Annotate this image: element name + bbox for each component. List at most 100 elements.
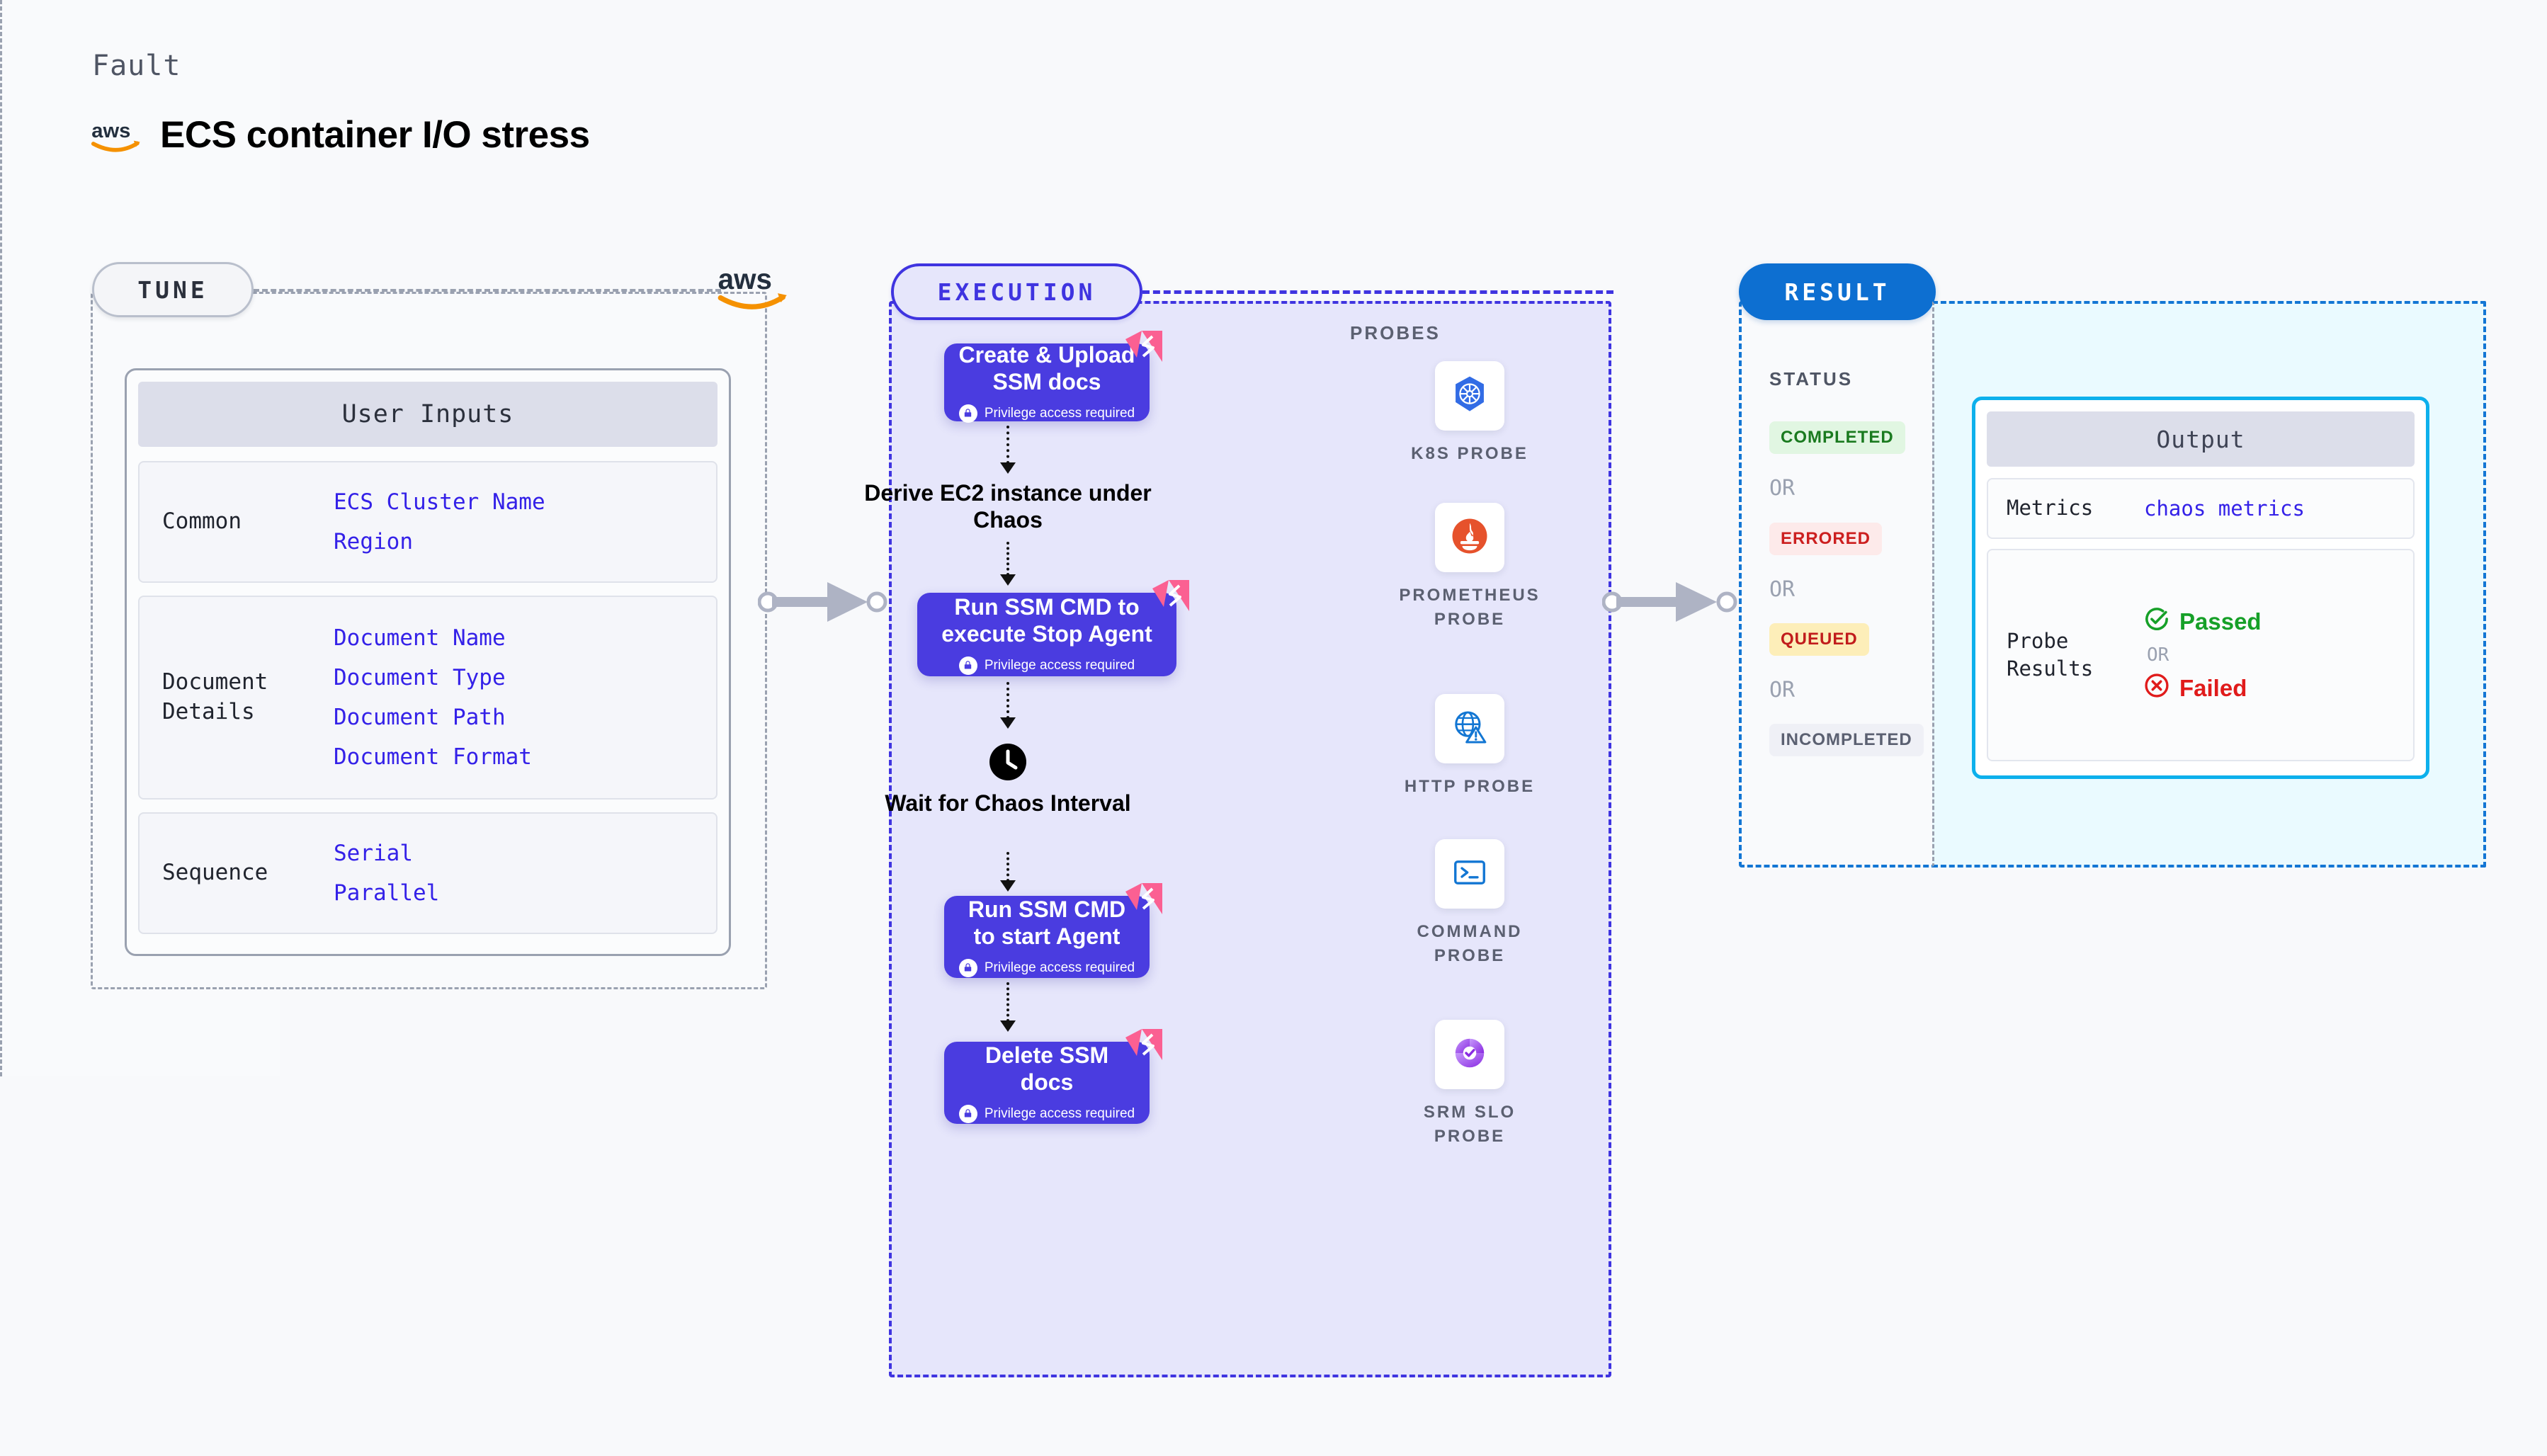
flow-connector [1006,542,1009,576]
output-row-metrics: Metrics chaos metrics [1987,478,2415,539]
execution-node[interactable]: Run SSM CMD to start Agent Privilege acc… [944,883,1162,978]
probe-item-srm-slo[interactable]: SRM SLO PROBE [1388,1020,1551,1148]
flow-arrowhead [1000,462,1016,474]
chaos-badge-icon [1121,883,1162,920]
fault-kicker: Fault [92,50,181,82]
privilege-note-label: Privilege access required [984,657,1135,673]
tune-pill[interactable]: TUNE [92,262,254,317]
input-group-sequence: Sequence Serial Parallel [138,812,717,934]
execution-node[interactable]: Run SSM CMD to execute Stop Agent Privil… [917,580,1189,676]
check-circle-icon [2144,606,2169,637]
aws-logo-icon: aws [715,261,793,313]
probe-label: PROMETHEUS PROBE [1399,586,1541,629]
tune-dashed-connector [254,289,721,292]
probes-title: PROBES [1350,322,1441,343]
chaos-badge-icon [1121,1029,1162,1066]
status-badge-incompleted: INCOMPLETED [1769,724,1924,756]
privilege-note: Privilege access required [958,1104,1135,1123]
flow-connector [1006,982,1009,1022]
probe-tile [1435,839,1504,909]
probe-results-values: Passed OR Failed [2144,606,2262,704]
input-group-common: Common ECS Cluster Name Region [138,461,717,583]
execution-node[interactable]: Delete SSM docs Privilege access require… [944,1029,1162,1124]
execution-node-title: Run SSM CMD to execute Stop Agent [941,594,1152,647]
lock-icon [958,958,977,977]
input-group-label: Common [162,508,242,535]
flow-arrowhead [1000,574,1016,586]
input-value[interactable]: Document Name [334,625,506,651]
arrow-tune-to-execution [758,582,887,622]
privilege-note-label: Privilege access required [984,960,1135,975]
execution-dashed-connector [1142,290,1613,294]
probe-result-passed: Passed [2144,606,2262,637]
input-value[interactable]: Document Format [334,744,532,770]
x-circle-icon [2144,673,2169,704]
input-group-document-details: Document Details Document Name Document … [138,596,717,800]
probe-label: COMMAND PROBE [1417,922,1523,965]
input-value[interactable]: ECS Cluster Name [334,489,545,515]
input-value[interactable]: Parallel [334,880,440,906]
probe-label: K8S PROBE [1411,444,1528,463]
chaos-badge-icon [1148,580,1189,617]
flow-arrowhead [1000,880,1016,892]
execution-flow: Create & Upload SSM docs Privilege acces… [864,301,1611,1377]
probe-result-failed: Failed [2144,673,2262,704]
privilege-note-label: Privilege access required [984,405,1135,421]
input-value[interactable]: Serial [334,841,413,866]
input-value[interactable]: Document Type [334,665,506,690]
execution-pill[interactable]: EXECUTION [891,263,1142,320]
slo-check-icon [1451,1034,1489,1076]
svg-text:aws: aws [718,263,772,295]
execution-plain-node: Derive EC2 instance under Chaos [845,479,1171,534]
aws-logo-icon: aws [91,118,144,153]
lock-icon [958,404,977,423]
flow-arrowhead [1000,1020,1016,1032]
globe-warning-icon [1450,707,1490,751]
page-title: ECS container I/O stress [160,114,590,156]
failed-label: Failed [2179,675,2247,701]
metrics-label: Metrics [2007,496,2094,521]
probe-tile [1435,361,1504,431]
probe-item-k8s[interactable]: K8S PROBE [1388,361,1551,466]
execution-node-title: Delete SSM docs [985,1042,1109,1095]
input-value[interactable]: Region [334,529,413,554]
input-group-values: Serial Parallel [334,841,439,906]
execution-node-title: Wait for Chaos Interval [885,790,1131,816]
execution-node[interactable]: Create & Upload SSM docs Privilege acces… [944,331,1162,423]
status-or: OR [1769,476,1796,501]
status-badge-errored: ERRORED [1769,523,1883,555]
status-or: OR [1769,678,1796,703]
probe-tile [1435,503,1504,572]
user-inputs-title: User Inputs [138,382,717,447]
probe-item-http[interactable]: HTTP PROBE [1388,694,1551,799]
probe-tile [1435,694,1504,763]
probe-item-prometheus[interactable]: PROMETHEUS PROBE [1388,503,1551,631]
input-group-values: ECS Cluster Name Region [334,489,545,554]
execution-node-title: Create & Upload SSM docs [958,342,1135,394]
page-title-row: aws ECS container I/O stress [91,113,590,157]
privilege-note: Privilege access required [958,958,1135,977]
execution-plain-node: Wait for Chaos Interval [845,790,1171,817]
user-inputs-card: User Inputs Common ECS Cluster Name Regi… [125,368,731,956]
result-pill[interactable]: RESULT [1739,263,1936,320]
flow-connector [1006,426,1009,464]
privilege-note: Privilege access required [958,656,1135,675]
status-badge-queued: QUEUED [1769,623,1869,656]
status-badge-completed: COMPLETED [1769,421,1905,454]
input-group-label: Document Details [162,669,268,724]
svg-text:aws: aws [91,120,130,142]
probe-item-command[interactable]: COMMAND PROBE [1388,839,1551,967]
metrics-value[interactable]: chaos metrics [2144,496,2305,521]
input-value[interactable]: Document Path [334,705,506,730]
clock-icon [989,744,1026,780]
flow-connector [1006,852,1009,882]
kubernetes-icon [1449,374,1490,419]
probe-tile [1435,1020,1504,1089]
arrow-execution-to-result [1602,582,1737,622]
result-section [1739,301,1937,868]
prometheus-icon [1450,516,1490,559]
lock-icon [958,1104,977,1123]
passed-label: Passed [2179,608,2262,635]
probe-result-or: OR [2147,644,2169,666]
